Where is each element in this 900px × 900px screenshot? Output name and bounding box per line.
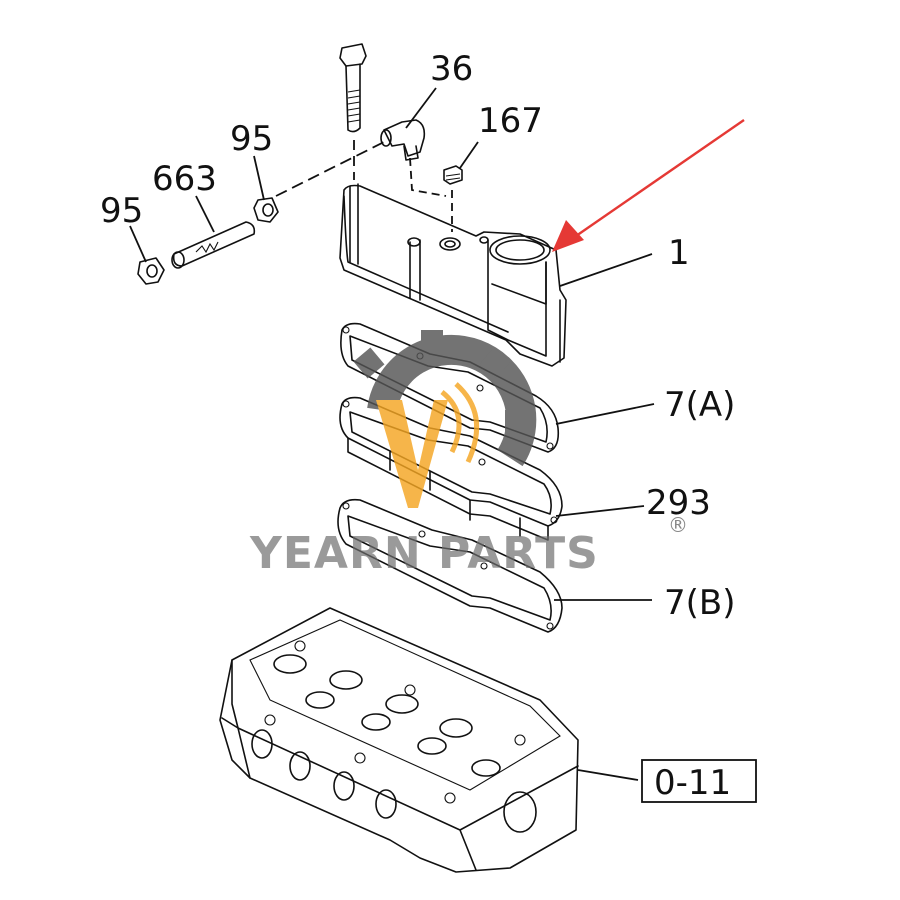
callout-36: 36 (430, 49, 473, 89)
registered-mark: ® (668, 513, 688, 537)
callout-293: 293 (646, 483, 711, 523)
callout-7b: 7(B) (664, 583, 736, 623)
leader-36 (405, 87, 437, 129)
bolt (339, 43, 367, 180)
hose-centerline (275, 141, 385, 197)
callout-663: 663 (152, 159, 217, 199)
rocker-cover (339, 183, 567, 367)
callout-1: 1 (668, 233, 690, 273)
callout-167: 167 (478, 101, 543, 141)
hose-clamp-upper (253, 197, 279, 223)
callout-7a: 7(A) (664, 385, 735, 425)
leader-293 (555, 505, 645, 517)
cylinder-head (219, 607, 579, 873)
brand-name: YEARN PARTS (249, 528, 599, 579)
highlight-arrow (552, 119, 745, 252)
hose (171, 221, 256, 269)
leader-95-upper (253, 155, 265, 201)
gasket-lower (337, 498, 563, 633)
gear-logo (353, 330, 537, 508)
leader-7a (555, 403, 655, 425)
leader-1 (559, 253, 653, 287)
baffle-plate (339, 396, 563, 541)
plug (443, 165, 463, 232)
brand-watermark: YEARN PARTS ® (249, 330, 688, 579)
reference-label: 0-11 (654, 763, 731, 803)
leader-95-lower (129, 225, 147, 263)
callout-95-lower: 95 (100, 191, 143, 231)
hose-clamp-lower (137, 257, 165, 285)
elbow-fitting (380, 119, 447, 197)
reference-box: 0-11 (641, 759, 757, 803)
leader-ref (577, 769, 639, 781)
callout-95-upper: 95 (230, 119, 273, 159)
leader-167 (459, 141, 479, 169)
leader-663 (195, 195, 215, 233)
